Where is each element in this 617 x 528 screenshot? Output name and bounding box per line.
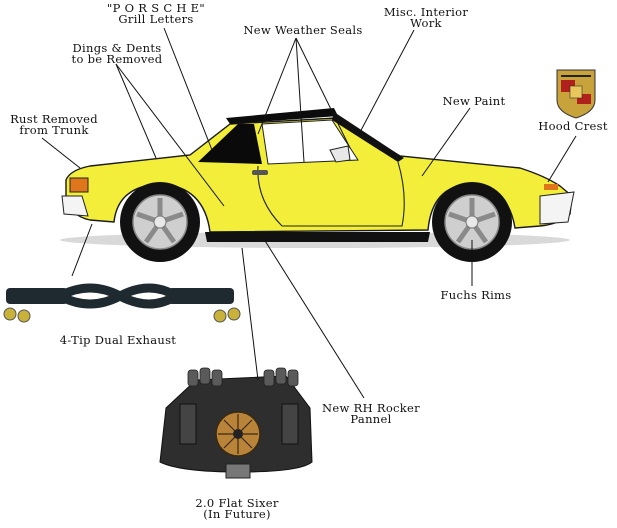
front-bumper — [539, 191, 575, 225]
tail-light — [69, 177, 89, 193]
label-weather-seals: New Weather Seals — [232, 23, 374, 37]
label-rocker-panel-line2: Pannel — [350, 412, 392, 426]
label-flat-six-line1: 2.0 Flat Sixer — [195, 496, 279, 510]
leader-dings-2 — [115, 63, 225, 207]
leader-exhaust — [71, 223, 93, 277]
label-new-paint-text: New Paint — [442, 94, 506, 108]
leader-interior — [357, 29, 415, 137]
leader-rocker — [261, 235, 365, 399]
label-grill-letters-line1: "P O R S C H E" — [107, 1, 205, 15]
front-marker — [544, 184, 558, 190]
label-hood-crest: Hood Crest — [530, 119, 616, 133]
leader-crest — [547, 135, 577, 183]
label-new-paint: New Paint — [430, 94, 518, 108]
label-flat-six: 2.0 Flat Sixer (In Future) — [176, 496, 298, 521]
porsche-914-car — [60, 108, 575, 262]
label-interior-work-line2: Work — [410, 16, 442, 30]
side-mirror — [329, 145, 351, 163]
targa-roof — [226, 108, 338, 124]
label-grill-letters-line2: Grill Letters — [118, 12, 194, 26]
label-dual-exhaust: 4-Tip Dual Exhaust — [42, 333, 194, 347]
rear-wheel — [120, 182, 200, 262]
label-interior-work-line1: Misc. Interior — [383, 5, 469, 19]
label-flat-six-line2: (In Future) — [203, 507, 271, 521]
leader-grill-letters — [163, 27, 213, 151]
rocker-panel — [205, 232, 430, 242]
label-hood-crest-text: Hood Crest — [538, 119, 608, 133]
label-rust-removed-line2: from Trunk — [19, 123, 89, 137]
label-dual-exhaust-text: 4-Tip Dual Exhaust — [59, 333, 177, 347]
leader-rust — [41, 137, 81, 169]
leader-seals-1 — [257, 37, 297, 135]
label-dings-dents-line2: to be Removed — [71, 52, 163, 66]
leader-seals-3 — [295, 37, 351, 149]
door-handle — [252, 170, 268, 175]
exhaust-icon — [3, 283, 241, 323]
rear-bumper — [61, 195, 89, 217]
label-fuchs-rims: Fuchs Rims — [432, 288, 520, 302]
label-rust-removed-line1: Rust Removed — [10, 112, 98, 126]
label-rocker-panel: New RH Rocker Pannel — [308, 401, 434, 426]
label-rust-removed: Rust Removed from Trunk — [0, 112, 108, 137]
leader-lines — [41, 27, 577, 399]
label-interior-work: Misc. Interior Work — [368, 5, 484, 30]
label-fuchs-rims-text: Fuchs Rims — [440, 288, 512, 302]
leader-engine — [241, 247, 259, 381]
window-rear-quarter — [198, 124, 262, 164]
label-rocker-panel-line1: New RH Rocker — [322, 401, 420, 415]
leader-dings-1 — [115, 63, 157, 159]
label-dings-dents: Dings & Dents to be Removed — [60, 41, 174, 66]
windshield-frame — [332, 112, 404, 162]
leader-seals-2 — [295, 37, 305, 163]
label-dings-dents-line1: Dings & Dents — [72, 41, 162, 55]
porsche-crest-icon — [556, 69, 596, 119]
engine-icon — [159, 367, 313, 479]
leader-paint — [421, 107, 471, 177]
label-grill-letters: "P O R S C H E" Grill Letters — [95, 1, 217, 26]
label-weather-seals-text: New Weather Seals — [243, 23, 363, 37]
